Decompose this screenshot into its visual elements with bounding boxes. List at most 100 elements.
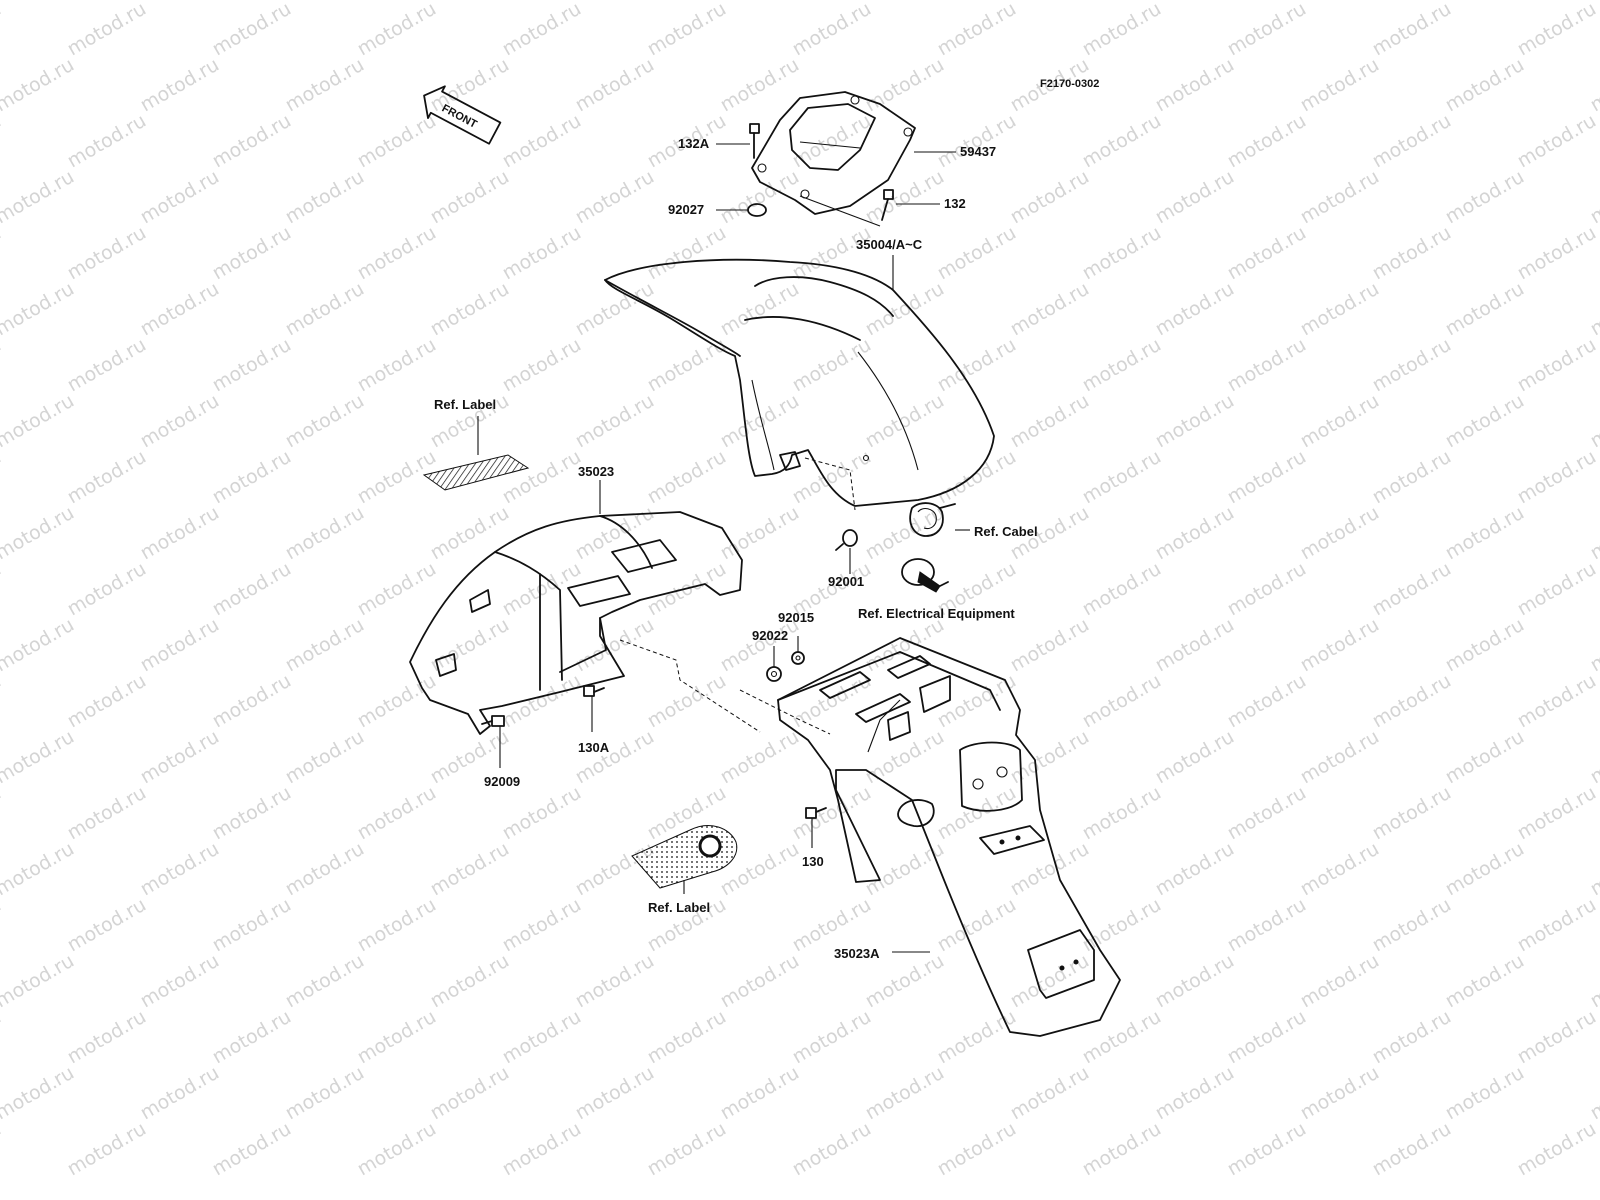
callout-92015: 92015 — [778, 610, 814, 625]
watermark-text: motod.ru — [282, 166, 368, 229]
watermark-text: motod.ru — [1224, 446, 1310, 509]
watermark-text: motod.ru — [1224, 0, 1310, 60]
watermark-text: motod.ru — [717, 390, 803, 453]
watermark-text: motod.ru — [282, 390, 368, 453]
watermark-text: motod.ru — [934, 0, 1020, 60]
watermark-text: motod.ru — [717, 502, 803, 565]
callout-92027: 92027 — [668, 202, 704, 217]
ref-label-top-icon — [422, 416, 530, 491]
watermark-text: motod.ru — [64, 0, 150, 60]
watermark-text: motod.ru — [1369, 558, 1455, 621]
watermark-text: motod.ru — [862, 166, 948, 229]
watermark-text: motod.ru — [427, 838, 513, 901]
watermark-text: motod.ru — [1297, 390, 1383, 453]
watermark-text: motod.ru — [1297, 1062, 1383, 1125]
watermark-text: motod.ru — [1152, 950, 1238, 1013]
watermark-text: motod.ru — [644, 334, 730, 397]
watermark-text: motod.ru — [1297, 950, 1383, 1013]
watermark-text: motod.ru — [572, 1062, 658, 1125]
front-arrow-label: FRONT — [440, 102, 479, 131]
watermark-text: motod.ru — [1442, 166, 1528, 229]
watermark-text: motod.ru — [934, 1118, 1020, 1181]
watermark-text: motod.ru — [354, 558, 440, 621]
watermark-text: motod.ru — [0, 838, 78, 901]
watermark-text: motod.ru — [1442, 0, 1528, 4]
watermark-text: motod.ru — [1007, 278, 1093, 341]
watermark-text: motod.ru — [1224, 670, 1310, 733]
leader-lines — [499, 143, 970, 953]
watermark-text: motod.ru — [1442, 614, 1528, 677]
watermark-text: motod.ru — [934, 222, 1020, 285]
watermark-text: motod.ru — [137, 838, 223, 901]
washer-92015-icon — [791, 651, 805, 665]
watermark-text: motod.ru — [789, 1118, 875, 1181]
watermark-text: motod.ru — [1514, 670, 1600, 733]
part-35023a-rear-fender — [739, 637, 1121, 1037]
watermark-text: motod.ru — [789, 334, 875, 397]
watermark-text: motod.ru — [1079, 1006, 1165, 1069]
watermark-text: motod.ru — [282, 0, 368, 4]
watermark-text: motod.ru — [1514, 0, 1600, 60]
callout-ref-label-bottom: Ref. Label — [648, 900, 710, 915]
watermark-text: motod.ru — [499, 558, 585, 621]
watermark-text: motod.ru — [717, 1062, 803, 1125]
watermark-text: motod.ru — [0, 54, 78, 117]
watermark-text: motod.ru — [1224, 1006, 1310, 1069]
watermark-text: motod.ru — [137, 390, 223, 453]
watermark-text: motod.ru — [0, 1062, 78, 1125]
watermark-text: motod.ru — [354, 1006, 440, 1069]
watermark-text: motod.ru — [1079, 0, 1165, 60]
watermark-text: motod.ru — [1079, 1118, 1165, 1181]
watermark-text: motod.ru — [0, 278, 78, 341]
watermark-text: motod.ru — [282, 54, 368, 117]
watermark-text: motod.ru — [0, 558, 5, 621]
watermark-text: motod.ru — [1297, 502, 1383, 565]
watermark-text: motod.ru — [499, 670, 585, 733]
watermark-text: motod.ru — [1224, 222, 1310, 285]
watermark-text: motod.ru — [572, 950, 658, 1013]
watermark-text: motod.ru — [644, 222, 730, 285]
watermark-text: motod.ru — [862, 1062, 948, 1125]
watermark-text: motod.ru — [137, 0, 223, 4]
watermark-text: motod.ru — [862, 390, 948, 453]
watermark-text: motod.ru — [0, 670, 5, 733]
watermark-text: motod.ru — [209, 894, 295, 957]
watermark-text: motod.ru — [1297, 0, 1383, 4]
watermark-text: motod.ru — [499, 334, 585, 397]
watermark-text: motod.ru — [1297, 278, 1383, 341]
watermark-text: motod.ru — [282, 950, 368, 1013]
watermark-text: motod.ru — [1007, 390, 1093, 453]
watermark-text: motod.ru — [1587, 950, 1600, 1013]
watermark-text: motod.ru — [1007, 0, 1093, 4]
part-35023-inner-fender — [409, 511, 761, 735]
watermark-text: motod.ru — [64, 1006, 150, 1069]
watermark-text: motod.ru — [0, 446, 5, 509]
watermark-text: motod.ru — [934, 334, 1020, 397]
bolt-92009-icon — [481, 715, 505, 727]
watermark-text: motod.ru — [499, 894, 585, 957]
watermark-text: motod.ru — [1442, 54, 1528, 117]
watermark-text: motod.ru — [789, 0, 875, 60]
watermark-text: motod.ru — [137, 950, 223, 1013]
callout-ref-cabel: Ref. Cabel — [974, 524, 1038, 539]
watermark-text: motod.ru — [1369, 110, 1455, 173]
callout-35023: 35023 — [578, 464, 614, 479]
watermark-text: motod.ru — [1587, 54, 1600, 117]
callout-ref-label-top: Ref. Label — [434, 397, 496, 412]
watermark-text: motod.ru — [0, 894, 5, 957]
watermark-text: motod.ru — [427, 614, 513, 677]
callout-92009: 92009 — [484, 774, 520, 789]
watermark-text: motod.ru — [1152, 502, 1238, 565]
ref-cable-clamp-icon — [909, 502, 956, 537]
watermark-text: motod.ru — [789, 110, 875, 173]
watermark-text: motod.ru — [64, 782, 150, 845]
watermark-text: motod.ru — [1587, 838, 1600, 901]
watermark-text: motod.ru — [427, 1062, 513, 1125]
watermark-text: motod.ru — [354, 0, 440, 60]
callout-92001: 92001 — [828, 574, 864, 589]
watermark-text: motod.ru — [0, 222, 5, 285]
watermark-text: motod.ru — [934, 894, 1020, 957]
watermark-text: motod.ru — [282, 726, 368, 789]
watermark-text: motod.ru — [1079, 110, 1165, 173]
callout-59437: 59437 — [960, 144, 996, 159]
